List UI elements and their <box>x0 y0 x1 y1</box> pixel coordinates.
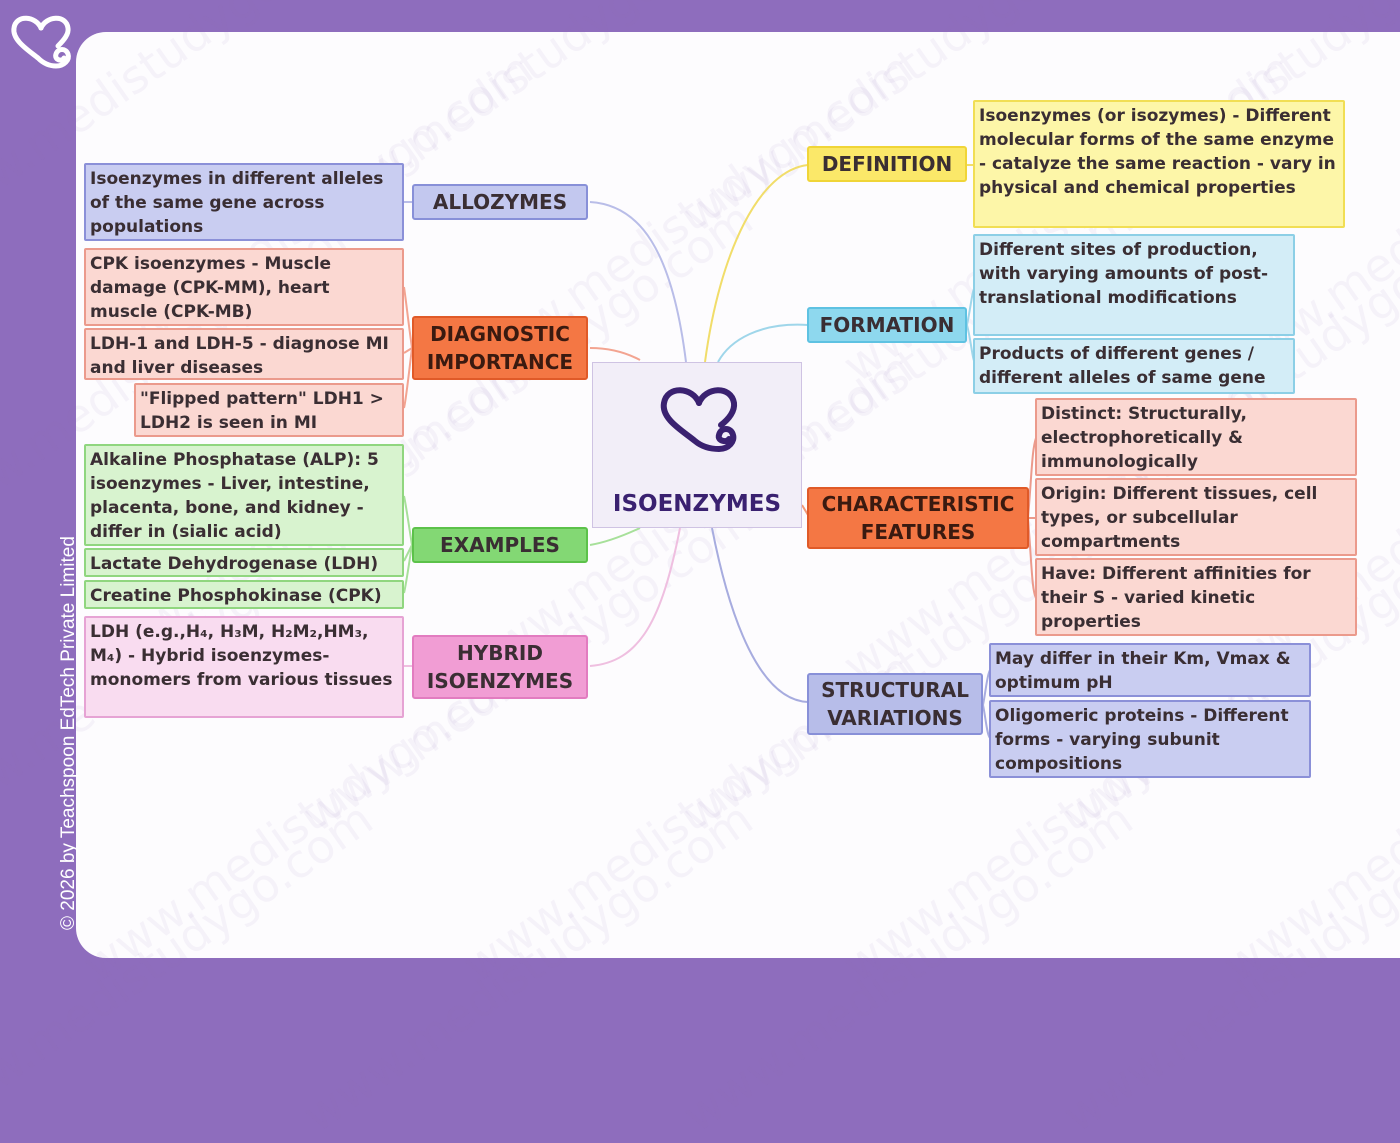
characteristic-features-node: CHARACTERISTIC FEATURES <box>807 487 1029 549</box>
examples-item-2: Lactate Dehydrogenase (LDH) <box>84 548 404 577</box>
heart-stethoscope-icon <box>6 10 76 76</box>
formation-item-1: Different sites of production, with vary… <box>973 234 1295 336</box>
diagnostic-importance-node: DIAGNOSTIC IMPORTANCE <box>412 316 588 380</box>
structural-variations-node: STRUCTURAL VARIATIONS <box>807 673 983 735</box>
definition-node: DEFINITION <box>807 146 967 182</box>
structural-item-1: May differ in their Km, Vmax & optimum p… <box>989 643 1311 697</box>
center-title: ISOENZYMES <box>612 491 782 517</box>
definition-item: Isoenzymes (or isozymes) - Different mol… <box>973 100 1345 228</box>
hybrid-item: LDH (e.g.,H₄, H₃M, H₂M₂,HM₃, M₄) - Hybri… <box>84 616 404 718</box>
structural-item-2: Oligomeric proteins - Different forms - … <box>989 700 1311 778</box>
formation-node: FORMATION <box>807 307 967 343</box>
diagnostic-item-3: "Flipped pattern" LDH1 > LDH2 is seen in… <box>134 383 404 437</box>
characteristic-item-3: Have: Different affinities for their S -… <box>1035 558 1357 636</box>
hybrid-isoenzymes-node: HYBRID ISOENZYMES <box>412 635 588 699</box>
diagnostic-item-2: LDH-1 and LDH-5 - diagnose MI and liver … <box>84 328 404 380</box>
examples-item-1: Alkaline Phosphatase (ALP): 5 isoenzymes… <box>84 444 404 546</box>
characteristic-item-2: Origin: Different tissues, cell types, o… <box>1035 478 1357 556</box>
formation-item-2: Products of different genes / different … <box>973 338 1295 394</box>
allozymes-node: ALLOZYMES <box>412 184 588 220</box>
allozymes-item: Isoenzymes in different alleles of the s… <box>84 163 404 241</box>
diagnostic-item-1: CPK isoenzymes - Muscle damage (CPK-MM),… <box>84 248 404 326</box>
center-node: ISOENZYMES <box>592 362 802 528</box>
examples-item-3: Creatine Phosphokinase (CPK) <box>84 580 404 609</box>
connector-lines <box>403 164 1037 739</box>
examples-node: EXAMPLES <box>412 527 588 563</box>
heart-stethoscope-icon <box>653 379 745 461</box>
characteristic-item-1: Distinct: Structurally, electrophoretica… <box>1035 398 1357 476</box>
